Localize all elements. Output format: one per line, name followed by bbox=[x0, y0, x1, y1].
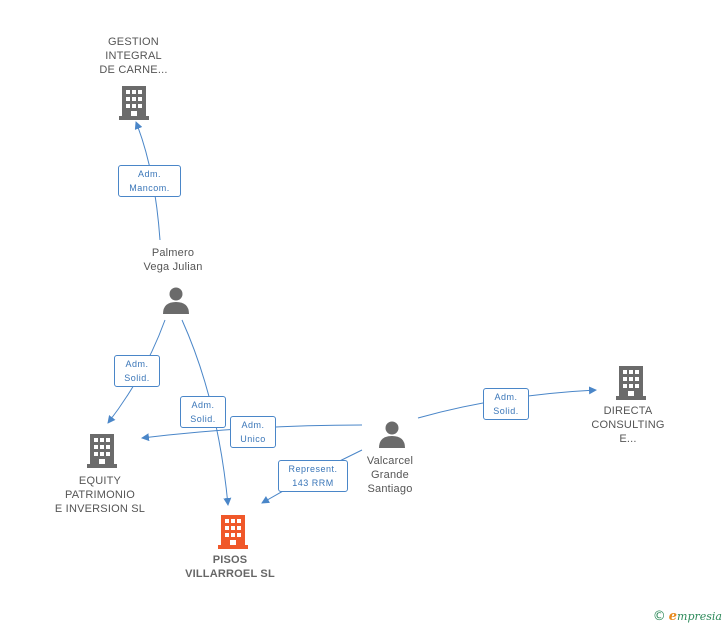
edge-label-palmero-gestion[interactable]: Adm. Mancom. bbox=[118, 165, 181, 197]
label-line: Solid. bbox=[190, 414, 216, 424]
label-line: Vega Julian bbox=[143, 261, 203, 273]
label-line: Represent. bbox=[288, 464, 338, 474]
label-line: E INVERSION SL bbox=[54, 503, 146, 515]
label-line: Adm. bbox=[125, 359, 149, 369]
label-line: DIRECTA bbox=[603, 405, 653, 417]
label-line: Valcarcel bbox=[366, 455, 414, 467]
label-line: E... bbox=[619, 433, 637, 445]
brand-rest: mpresia bbox=[677, 610, 722, 623]
label-line: Solid. bbox=[124, 373, 150, 383]
label-line: DE CARNE... bbox=[99, 64, 168, 76]
node-gestion-label[interactable]: GESTION INTEGRAL DE CARNE... bbox=[86, 35, 181, 77]
label-line: Adm. bbox=[241, 420, 265, 430]
building-icon[interactable] bbox=[616, 364, 646, 400]
label-line: Adm. bbox=[137, 169, 161, 179]
copyright-symbol: © bbox=[652, 609, 666, 624]
label-line: Grande bbox=[371, 469, 409, 481]
edge-label-palmero-pisos[interactable]: Adm. Solid. bbox=[180, 396, 226, 428]
brand-logo: ©empresia bbox=[653, 609, 722, 624]
person-icon[interactable] bbox=[162, 286, 190, 314]
label-line: INTEGRAL bbox=[105, 50, 162, 62]
label-line: CONSULTING bbox=[591, 419, 665, 431]
edge-label-palmero-equity[interactable]: Adm. Solid. bbox=[114, 355, 160, 387]
label-line: Palmero bbox=[151, 247, 195, 259]
building-icon[interactable] bbox=[119, 84, 149, 120]
edge-label-valcarcel-directa[interactable]: Adm. Solid. bbox=[483, 388, 529, 420]
label-line: VILLARROEL SL bbox=[185, 568, 275, 580]
person-icon[interactable] bbox=[378, 420, 406, 448]
brand-e: e bbox=[668, 609, 678, 624]
label-line: Adm. bbox=[191, 400, 215, 410]
label-line: EQUITY bbox=[78, 475, 122, 487]
label-line: Unico bbox=[240, 434, 266, 444]
node-directa-label[interactable]: DIRECTA CONSULTING E... bbox=[580, 404, 676, 446]
label-line: GESTION bbox=[108, 36, 159, 48]
building-icon-main[interactable] bbox=[218, 513, 248, 549]
label-line: Adm. bbox=[494, 392, 518, 402]
label-line: 143 RRM bbox=[292, 478, 334, 488]
node-equity-label[interactable]: EQUITY PATRIMONIO E INVERSION SL bbox=[40, 474, 160, 516]
label-line: Santiago bbox=[367, 483, 413, 495]
edge-label-valcarcel-pisos[interactable]: Represent. 143 RRM bbox=[278, 460, 348, 492]
label-line: PATRIMONIO bbox=[64, 489, 136, 501]
label-line: Solid. bbox=[493, 406, 519, 416]
label-line: Mancom. bbox=[129, 183, 170, 193]
edge-label-valcarcel-equity[interactable]: Adm. Unico bbox=[230, 416, 276, 448]
building-icon[interactable] bbox=[87, 432, 117, 468]
label-line: PISOS bbox=[212, 554, 248, 566]
node-pisos-label[interactable]: PISOS VILLARROEL SL bbox=[170, 553, 290, 581]
